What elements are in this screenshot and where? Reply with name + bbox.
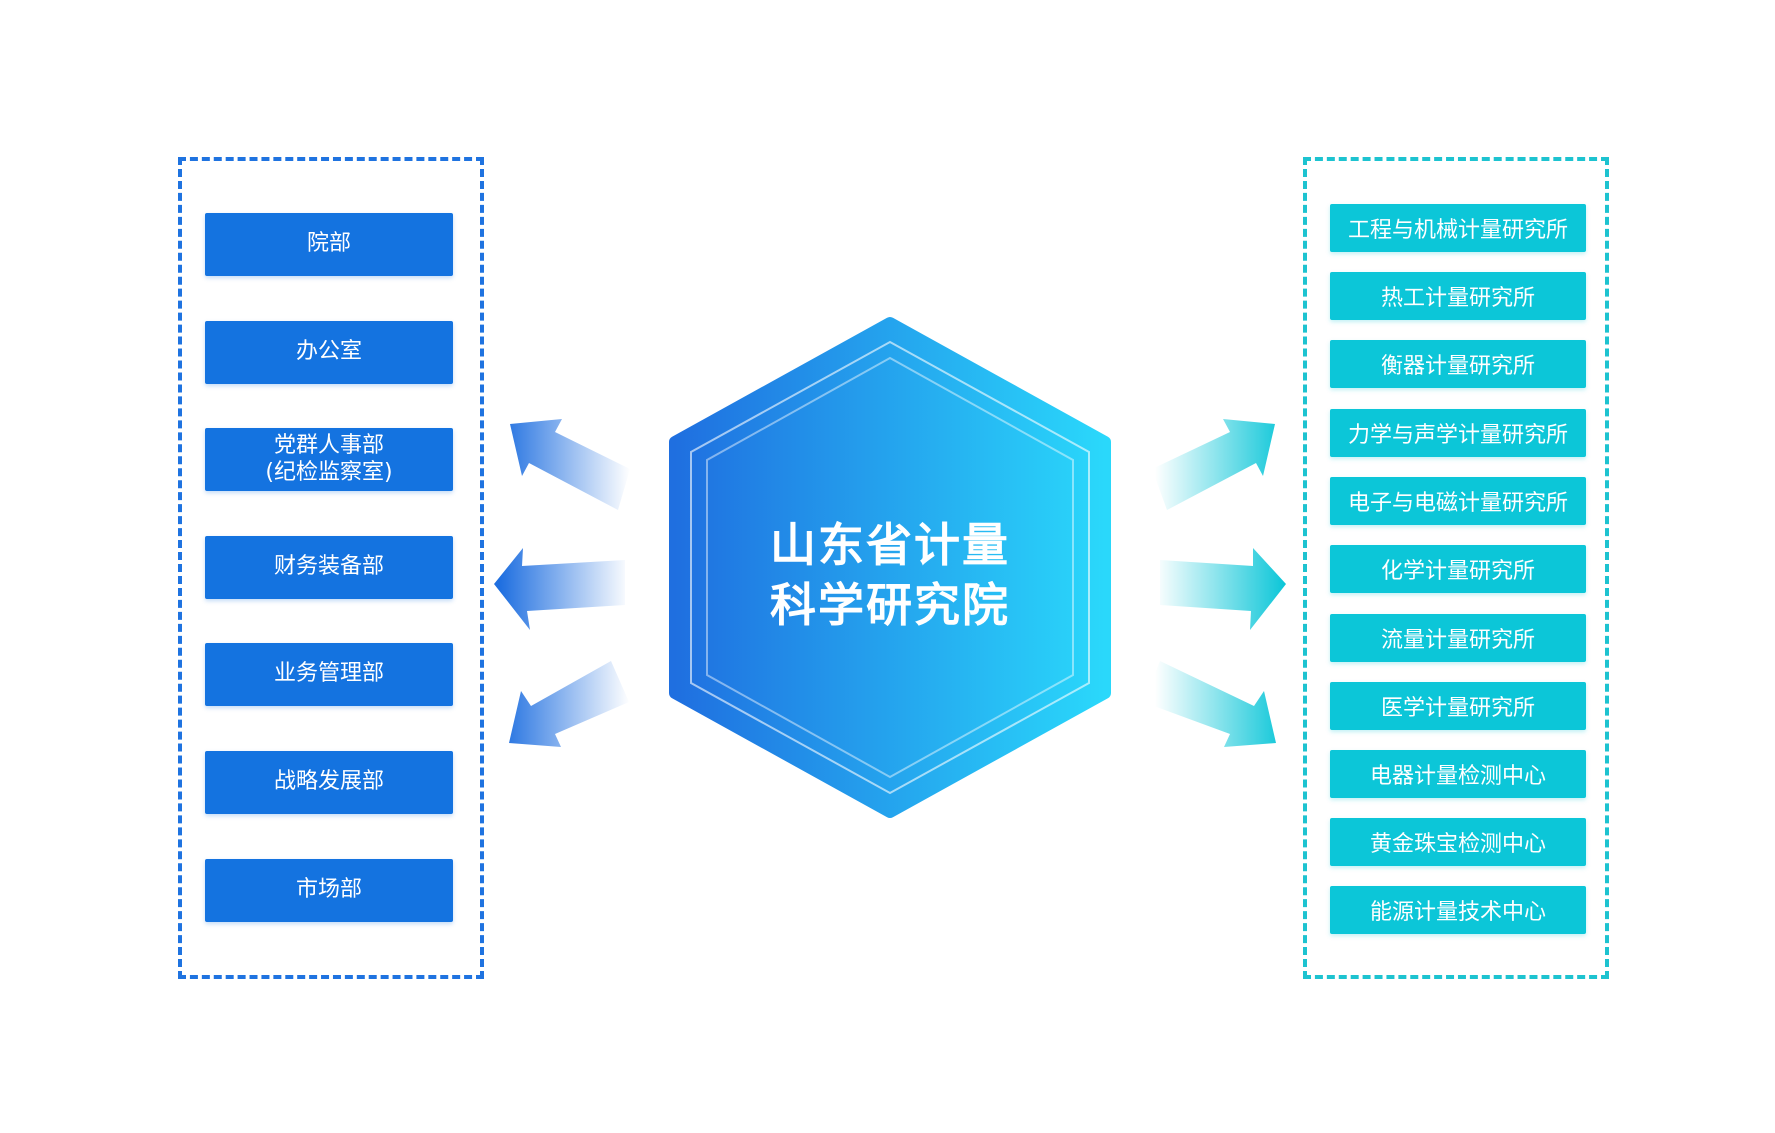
hexagon-inner-outline bbox=[690, 340, 1090, 795]
inst-box-1: 工程与机械计量研究所 bbox=[1330, 204, 1586, 252]
arrow-left-up bbox=[510, 419, 630, 510]
arrow-left-down bbox=[509, 661, 629, 747]
dept-box-3: 党群人事部 (纪检监察室) bbox=[205, 428, 453, 491]
dept-box-6: 战略发展部 bbox=[205, 751, 453, 814]
dept-box-1: 院部 bbox=[205, 213, 453, 276]
inst-box-4: 力学与声学计量研究所 bbox=[1330, 409, 1586, 457]
dept-box-2: 办公室 bbox=[205, 321, 453, 384]
inst-box-6: 化学计量研究所 bbox=[1330, 545, 1586, 593]
institutes-panel bbox=[1303, 157, 1609, 979]
inst-box-11: 能源计量技术中心 bbox=[1330, 886, 1586, 934]
inst-box-8: 医学计量研究所 bbox=[1330, 682, 1586, 730]
arrow-right-up bbox=[1152, 419, 1275, 510]
inst-box-7: 流量计量研究所 bbox=[1330, 614, 1586, 662]
inst-box-9: 电器计量检测中心 bbox=[1330, 750, 1586, 798]
dept-box-4: 财务装备部 bbox=[205, 536, 453, 599]
dept-box-5: 业务管理部 bbox=[205, 643, 453, 706]
arrow-right-middle bbox=[1160, 548, 1286, 630]
departments-panel bbox=[178, 157, 484, 979]
institute-title: 山东省计量 科学研究院 bbox=[770, 518, 1010, 632]
arrow-right-down bbox=[1143, 661, 1276, 747]
arrow-left-middle bbox=[494, 548, 625, 630]
dept-box-7: 市场部 bbox=[205, 859, 453, 922]
center-hexagon bbox=[669, 317, 1111, 818]
inst-box-3: 衡器计量研究所 bbox=[1330, 340, 1586, 388]
inst-box-5: 电子与电磁计量研究所 bbox=[1330, 477, 1586, 525]
inst-box-2: 热工计量研究所 bbox=[1330, 272, 1586, 320]
hexagon-inner-outline-2 bbox=[706, 356, 1074, 779]
inst-box-10: 黄金珠宝检测中心 bbox=[1330, 818, 1586, 866]
